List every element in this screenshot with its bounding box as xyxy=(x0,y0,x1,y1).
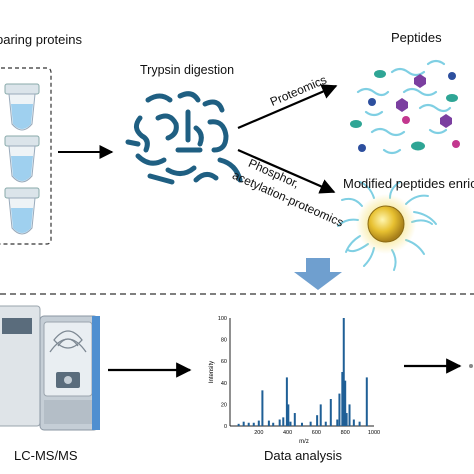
spectrum-bar xyxy=(348,404,351,426)
spectrum-bar xyxy=(336,419,339,426)
lcms-instrument xyxy=(0,305,100,431)
spectrum-bar xyxy=(252,422,255,426)
y-axis-label: Intensity xyxy=(209,361,215,383)
y-tick-label: 20 xyxy=(221,402,227,408)
spectrum-bar xyxy=(247,422,250,426)
spectrum-bar xyxy=(282,417,285,426)
modified-peptides-label: Modified peptides enric xyxy=(343,176,474,191)
spectrum-bar xyxy=(261,390,264,426)
x-tick-label: 1000 xyxy=(368,430,380,436)
spectrum-bar xyxy=(344,380,347,426)
spectrum-bar xyxy=(267,420,270,426)
y-tick-label: 80 xyxy=(221,338,227,344)
spectrum-bar xyxy=(341,372,344,426)
x-tick-label: 600 xyxy=(312,430,321,436)
spectrum-bar xyxy=(257,420,260,426)
spectrum-bar xyxy=(272,422,275,426)
spectrum-bar xyxy=(358,421,361,426)
spectrum-bar xyxy=(309,421,312,426)
offscreen-item xyxy=(469,364,473,368)
spectrum-bar xyxy=(242,421,245,426)
spectrum-bar xyxy=(342,318,345,426)
peptides-label: Peptides xyxy=(391,30,442,45)
x-tick-label: 200 xyxy=(254,430,263,436)
tube-3 xyxy=(4,187,40,235)
enrichment-bead xyxy=(337,181,437,271)
spectrum-bar xyxy=(345,413,348,426)
spectrum-bar xyxy=(329,399,332,426)
y-tick-label: 60 xyxy=(221,359,227,365)
y-tick-label: 100 xyxy=(218,316,227,322)
y-tick-label: 40 xyxy=(221,381,227,387)
spectrum-bar xyxy=(365,377,368,426)
spectrum-bar xyxy=(289,421,292,426)
y-tick-label: 0 xyxy=(224,424,227,430)
down-arrow xyxy=(294,258,342,290)
spectrum-bar xyxy=(301,422,303,426)
digested-protein-strands xyxy=(125,91,243,185)
lcms-label: LC-MS/MS xyxy=(14,448,78,463)
spectrum-bar xyxy=(278,419,281,426)
tube-1 xyxy=(4,83,40,131)
x-tick-label: 800 xyxy=(341,430,350,436)
preparing-proteins-label: paring proteins xyxy=(0,32,82,47)
tubes-box xyxy=(0,67,52,245)
tube-2 xyxy=(4,135,40,183)
spectrum-bar xyxy=(285,377,288,426)
spectrum-bar xyxy=(338,393,341,426)
spectrum-bar xyxy=(324,421,327,426)
spectrum-bar xyxy=(319,404,322,426)
spectrum-bar xyxy=(287,404,290,426)
arrow-to-modified-peptides xyxy=(237,148,336,194)
x-tick-label: 400 xyxy=(283,430,292,436)
x-axis-label: m/z xyxy=(299,439,309,445)
trypsin-digestion-label: Trypsin digestion xyxy=(140,63,235,77)
spectrum-bar xyxy=(352,419,355,426)
spectrum-bar xyxy=(293,413,296,426)
spectrum-bar xyxy=(237,423,240,426)
arrow-to-peptides xyxy=(237,84,338,130)
mass-spectrum-chart: 200 400 600 800 1000 0 20 40 60 80 100 m/z Intens… xyxy=(209,316,380,445)
spectrum-bar xyxy=(316,415,319,426)
data-analysis-label: Data analysis xyxy=(264,448,343,463)
peptides-cluster xyxy=(350,59,460,155)
